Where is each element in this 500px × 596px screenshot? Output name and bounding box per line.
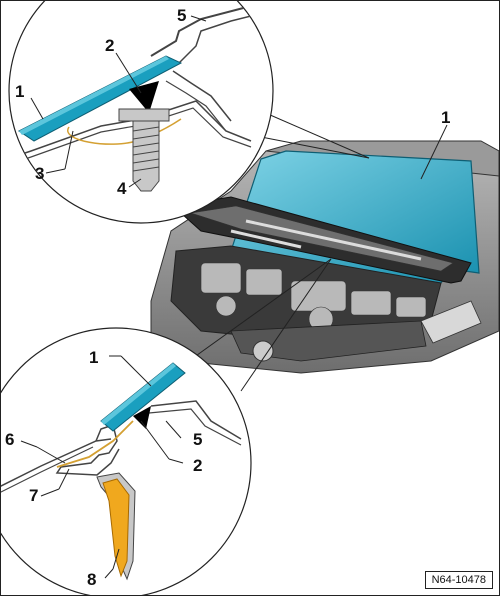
figure-reference-label: N64-10478 xyxy=(424,571,493,589)
detail-view-top: 1 2 3 4 5 xyxy=(8,1,274,224)
front-grille xyxy=(230,320,427,362)
sealant-bead-bottom xyxy=(133,406,151,429)
adhesive-contour xyxy=(56,420,134,468)
callout-group-car: 1 xyxy=(420,108,450,180)
callout-5-bottom: 5 xyxy=(193,430,202,449)
engine-components xyxy=(200,262,427,332)
mounting-stud xyxy=(118,108,170,192)
seal-strip xyxy=(96,472,136,581)
cowl-panel xyxy=(1,438,112,497)
headlight xyxy=(420,300,482,344)
callout-1-car: 1 xyxy=(441,108,450,127)
leader-lines-top xyxy=(30,15,207,188)
vehicle-front-view xyxy=(150,140,499,374)
detail-view-bottom: 1 2 5 6 7 8 xyxy=(1,327,252,595)
callout-2-bottom: 2 xyxy=(193,456,202,475)
vw-badge xyxy=(252,340,274,362)
callout-7-bottom: 7 xyxy=(29,486,38,505)
callout-3-top: 3 xyxy=(35,164,44,183)
zoom-lines-bottom xyxy=(185,258,332,392)
bonnet-ribs xyxy=(230,219,422,261)
callout-4-top: 4 xyxy=(117,179,127,198)
leader-lines-bottom xyxy=(20,355,184,579)
callout-1-top: 1 xyxy=(15,82,24,101)
callout-8-bottom: 8 xyxy=(87,570,96,589)
callout-2-top: 2 xyxy=(105,36,114,55)
zoom-lines-top xyxy=(255,110,370,159)
sealant-bead-top xyxy=(129,81,159,113)
callout-6-bottom: 6 xyxy=(5,430,14,449)
callout-1-bottom: 1 xyxy=(89,348,98,367)
callout-5-top: 5 xyxy=(177,6,186,25)
